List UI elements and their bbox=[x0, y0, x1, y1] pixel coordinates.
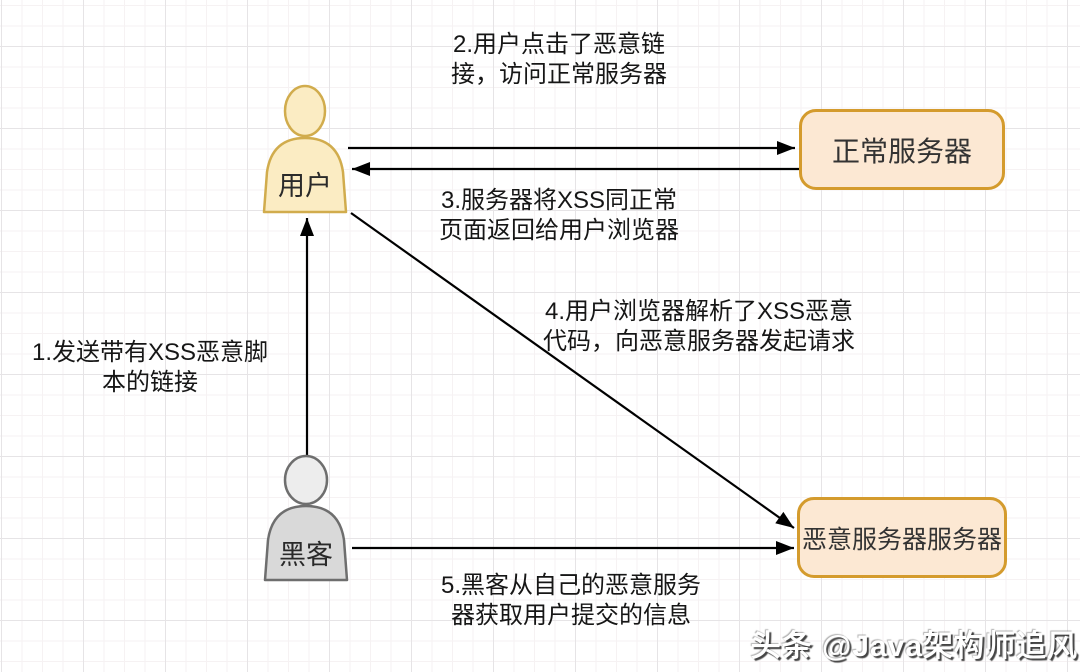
malicious-server-node: 恶意服务器服务器 bbox=[797, 497, 1007, 578]
step2-label: 2.用户点击了恶意链 接，访问正常服务器 bbox=[451, 31, 667, 88]
normal-server-label: 正常服务器 bbox=[831, 135, 972, 167]
user-actor-head bbox=[283, 84, 327, 138]
hacker-actor-body bbox=[263, 504, 349, 582]
user-actor-label: 用户 bbox=[278, 171, 332, 201]
malicious-server-label: 恶意服务器服务器 bbox=[801, 525, 1002, 554]
step3-label: 3.服务器将XSS同正常 页面返回给用户浏览器 bbox=[439, 187, 679, 244]
step1-label: 1.发送带有XSS恶意脚 本的链接 bbox=[31, 339, 269, 396]
arrow-step4-user-to-malicious-server bbox=[350, 212, 795, 529]
normal-server-node: 正常服务器 bbox=[799, 109, 1005, 190]
watermark-text: 头条 @Java架构师追风 bbox=[750, 630, 1078, 663]
step4-label: 4.用户浏览器解析了XSS恶意 代码，向恶意服务器发起请求 bbox=[543, 298, 855, 355]
step5-label: 5.黑客从自己的恶意服务 器获取用户提交的信息 bbox=[440, 572, 701, 629]
hacker-actor-head bbox=[283, 454, 329, 506]
hacker-actor-label: 黑客 bbox=[279, 540, 333, 570]
user-actor-body bbox=[262, 136, 348, 214]
